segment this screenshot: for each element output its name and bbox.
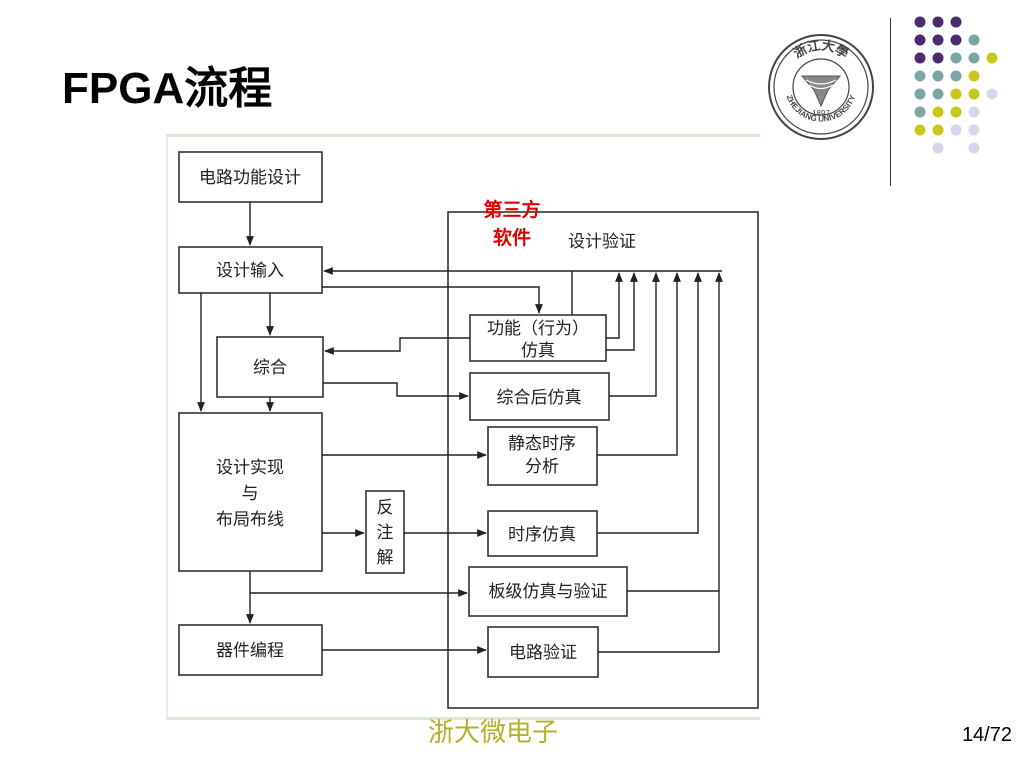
footer-organization: 浙大微电子 [428, 718, 559, 748]
box-design-input [178, 246, 323, 294]
box-back-annotation [365, 490, 405, 574]
node-synthesis: 综合 [253, 358, 287, 378]
seal-year: 1897 [812, 109, 830, 118]
page-number: 14/72 [961, 724, 1012, 746]
node-timing-sim: 时序仿真 [508, 525, 576, 545]
verification-region [447, 211, 759, 709]
header-divider [890, 18, 891, 186]
slide-title: FPGA流程 [62, 64, 273, 113]
node-device-programming: 器件编程 [216, 641, 284, 661]
node-design-input: 设计输入 [216, 261, 284, 281]
box-static-timing-analysis [487, 426, 598, 486]
node-functional-sim-line2: 仿真 [521, 341, 555, 361]
decorative-dot-grid [910, 14, 1010, 164]
node-sta-line1: 静态时序 [508, 434, 576, 454]
label-design-verification: 设计验证 [568, 232, 636, 252]
node-back-annotation-2: 注 [377, 523, 394, 543]
node-circuit-function-design: 电路功能设计 [199, 168, 301, 188]
node-back-annotation-3: 解 [377, 548, 394, 568]
fpga-flow-diagram: 电路功能设计 设计输入 综合 设计实现 与 布局布线 反 注 解 器件编程 功能… [166, 134, 760, 720]
seal-emblem-icon [800, 75, 842, 108]
node-back-annotation-1: 反 [377, 498, 394, 518]
node-functional-sim-line1: 功能（行为） [487, 319, 589, 339]
node-circuit-verification: 电路验证 [509, 643, 577, 663]
node-implementation-line3: 布局布线 [216, 510, 284, 530]
label-third-party-line2: 软件 [493, 226, 531, 249]
node-implementation-line1: 设计实现 [216, 458, 284, 478]
node-board-sim: 板级仿真与验证 [489, 582, 608, 602]
university-seal-logo: 浙江大學 ZHEJIANG UNIVERSITY 1897 [766, 32, 876, 142]
label-third-party-line1: 第三方 [483, 198, 540, 221]
node-post-synthesis-sim: 综合后仿真 [497, 388, 582, 408]
node-implementation-line2: 与 [242, 484, 259, 504]
node-sta-line2: 分析 [525, 457, 559, 477]
